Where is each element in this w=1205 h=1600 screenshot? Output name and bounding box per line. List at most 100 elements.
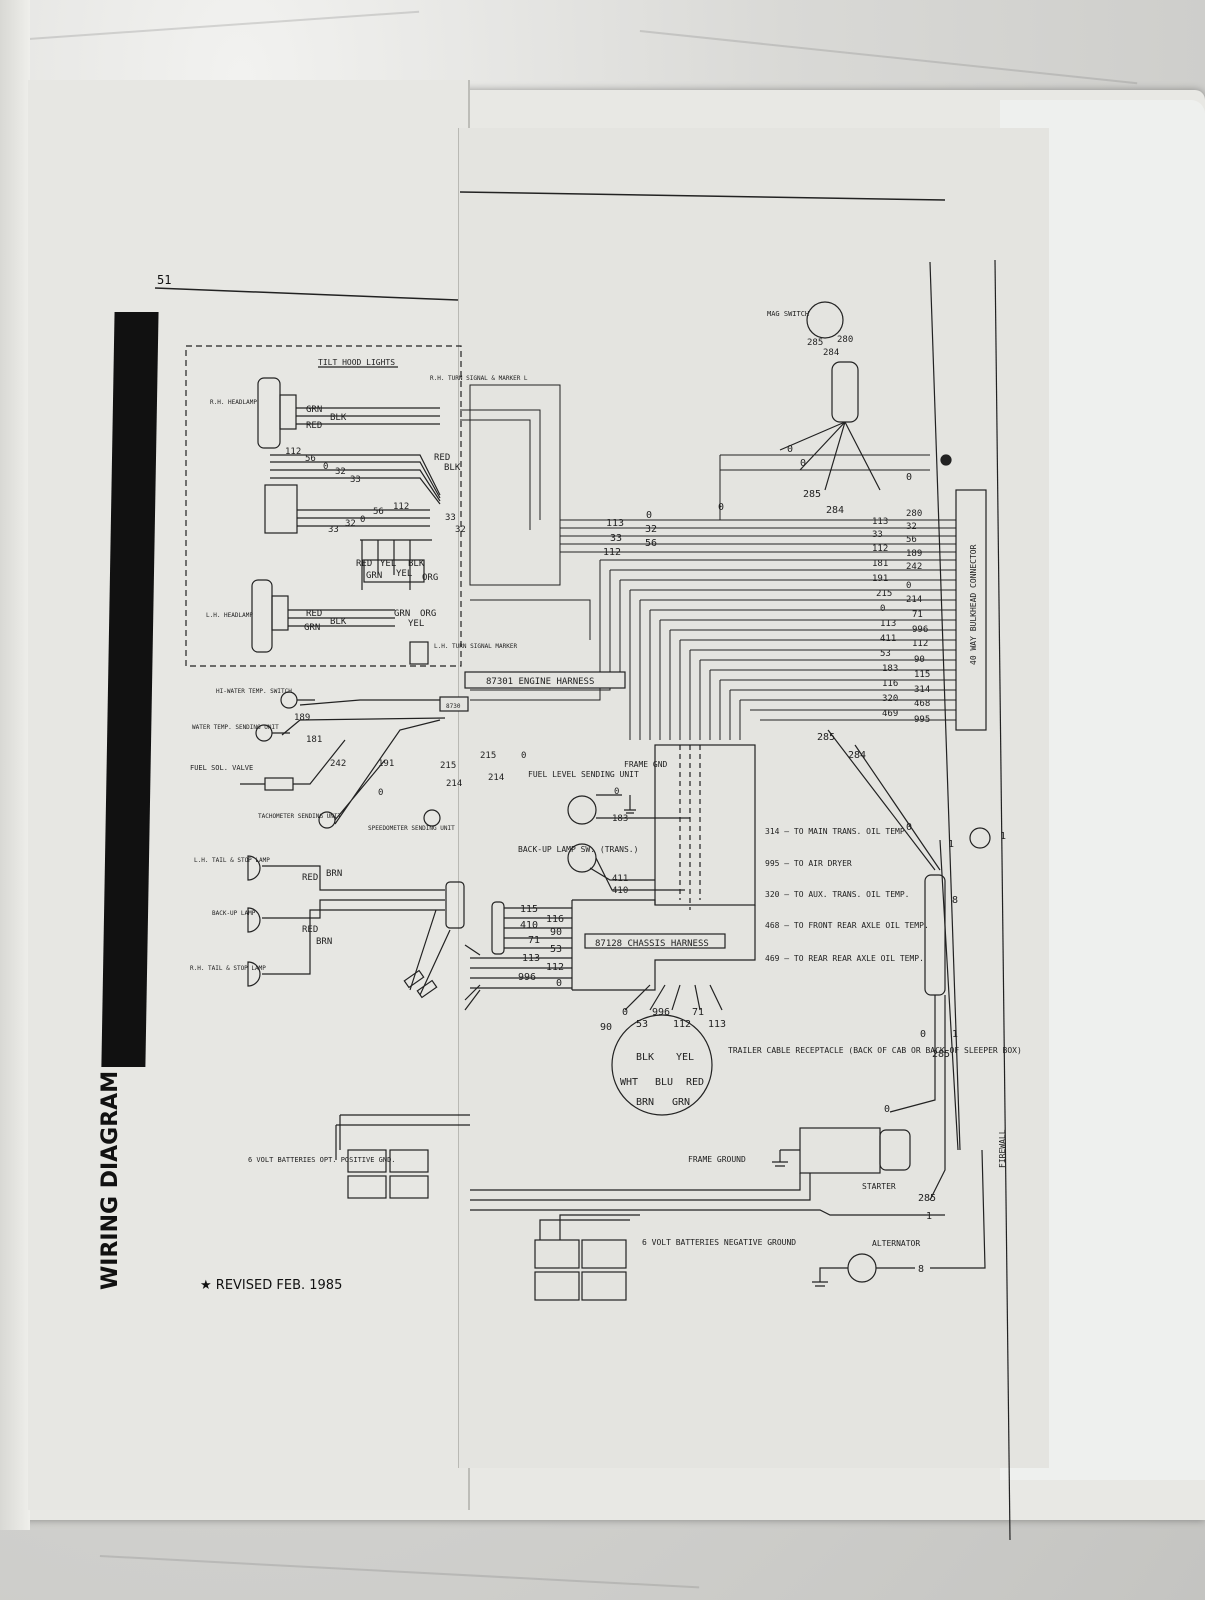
engine-harness-label: 87301 ENGINE HARNESS (486, 677, 594, 687)
ground-junction (969, 827, 991, 849)
svg-text:0: 0 (378, 788, 383, 798)
rh-headlamp-label: R.H. HEADLAMP (210, 399, 257, 406)
svg-text:112: 112 (285, 447, 301, 457)
fuel-level-sender (567, 794, 690, 825)
svg-text:0: 0 (614, 787, 619, 797)
svg-text:285: 285 (932, 1049, 950, 1060)
page-stack-edge (0, 0, 30, 1530)
svg-text:285: 285 (817, 732, 835, 743)
svg-text:32: 32 (645, 524, 657, 535)
bulkhead-wire-labels: 280 32 56 189 242 0 214 71 996 112 90 11… (872, 509, 930, 725)
battery-group-positive (335, 1114, 470, 1199)
junction-labels: 0 1 1 8 0 1 285 (906, 822, 1006, 1060)
rh-turn-label: R.H. TURN SIGNAL & MARKER L (430, 375, 528, 382)
svg-text:56: 56 (305, 454, 316, 464)
svg-text:280: 280 (906, 509, 922, 519)
svg-text:53: 53 (550, 944, 562, 955)
headlamp-wires (264, 407, 441, 665)
side-bar (101, 312, 159, 1067)
trailer-receptacle (611, 984, 723, 1116)
svg-text:112: 112 (872, 544, 888, 554)
svg-text:285: 285 (807, 338, 823, 348)
svg-text:56: 56 (373, 507, 384, 517)
svg-text:116: 116 (882, 679, 898, 689)
svg-text:90: 90 (914, 655, 925, 665)
svg-text:8: 8 (952, 895, 958, 906)
svg-text:0: 0 (800, 458, 806, 469)
svg-text:YEL: YEL (396, 569, 412, 579)
svg-text:183: 183 (612, 814, 628, 824)
main-harness-bundle (460, 384, 960, 740)
svg-text:BLK: BLK (408, 559, 425, 569)
batt-pos-label: 6 VOLT BATTERIES OPT. POSITIVE GND. (248, 1156, 396, 1164)
svg-text:1: 1 (948, 839, 954, 850)
lh-tail-label: L.H. TAIL & STOP LAMP (194, 857, 270, 864)
backup-sw-label: BACK-UP LAMP SW. (TRANS.) (518, 845, 638, 854)
svg-text:8: 8 (918, 1264, 924, 1275)
lh-headlamp (251, 579, 289, 653)
svg-text:215: 215 (876, 589, 892, 599)
chassis-harness (571, 744, 756, 991)
svg-text:284: 284 (848, 750, 866, 761)
svg-text:ORG: ORG (420, 609, 436, 619)
svg-text:90: 90 (550, 927, 562, 938)
chassis-input-labels: 115 116 410 90 71 53 113 112 996 0 (518, 904, 564, 989)
starter-label: STARTER (862, 1182, 896, 1191)
chassis-output-labels: 314 — TO MAIN TRANS. OIL TEMP. 995 — TO … (765, 827, 929, 963)
svg-text:115: 115 (520, 904, 538, 915)
svg-text:GRN: GRN (366, 571, 382, 581)
lh-turn-label: L.H. TURN SIGNAL MARKER (434, 643, 517, 650)
svg-text:YEL: YEL (408, 619, 424, 629)
engine-harness-stub (439, 696, 469, 712)
svg-text:113: 113 (522, 953, 540, 964)
svg-text:33: 33 (445, 513, 456, 523)
tilt-hood-box (185, 345, 462, 667)
svg-text:RED: RED (356, 559, 372, 569)
mag-switch-label: MAG SWITCH (767, 310, 809, 318)
fuel-level-label: FUEL LEVEL SENDING UNIT (528, 770, 639, 779)
backup-lamp-switch (567, 843, 685, 891)
svg-text:181: 181 (306, 735, 322, 745)
svg-text:112: 112 (546, 962, 564, 973)
svg-text:BLK: BLK (330, 413, 347, 423)
svg-text:0: 0 (920, 1029, 926, 1040)
svg-text:284: 284 (823, 348, 839, 358)
rh-tail-label: R.H. TAIL & STOP LAMP (190, 965, 266, 972)
mag-switch (779, 301, 881, 491)
svg-text:53: 53 (636, 1019, 648, 1030)
svg-text:8730: 8730 (446, 703, 461, 710)
svg-text:32: 32 (335, 467, 346, 477)
batt-neg-label: 6 VOLT BATTERIES NEGATIVE GROUND (642, 1238, 796, 1247)
chassis-input-wires (464, 901, 572, 1011)
svg-text:GRN: GRN (672, 1097, 690, 1108)
svg-text:214: 214 (488, 773, 504, 783)
chassis-harness-box (584, 933, 726, 949)
right-rail (929, 261, 961, 1151)
svg-text:191: 191 (378, 759, 394, 769)
right-foldout-page (458, 128, 1049, 1468)
page-number: 51 (157, 273, 172, 287)
svg-text:113: 113 (708, 1019, 726, 1030)
svg-text:215: 215 (480, 751, 496, 761)
engine-harness-box (464, 671, 626, 689)
svg-text:314 — TO MAIN TRANS. OIL TEMP.: 314 — TO MAIN TRANS. OIL TEMP. (765, 827, 910, 836)
left-page (28, 80, 470, 1510)
speedo-label: SPEEDOMETER SENDING UNIT (368, 825, 455, 832)
svg-text:411: 411 (612, 874, 628, 884)
header-rule-left (154, 287, 459, 301)
tilt-hood-title: TILT HOOD LIGHTS (318, 358, 395, 367)
svg-text:BLK: BLK (444, 463, 461, 473)
receptacle-labels: 0 996 71 90 53 112 113 BLK YEL WHT BLU R… (600, 1007, 726, 1108)
svg-text:0: 0 (884, 1104, 890, 1115)
svg-text:RED: RED (302, 873, 318, 883)
firewall-line (994, 259, 1011, 1541)
svg-text:32: 32 (345, 519, 356, 529)
svg-text:113: 113 (880, 619, 896, 629)
svg-text:BRN: BRN (326, 869, 342, 879)
svg-text:181: 181 (872, 559, 888, 569)
svg-text:RED: RED (306, 421, 322, 431)
svg-text:YEL: YEL (676, 1052, 694, 1063)
svg-text:468: 468 (914, 699, 930, 709)
svg-text:0: 0 (718, 502, 724, 513)
